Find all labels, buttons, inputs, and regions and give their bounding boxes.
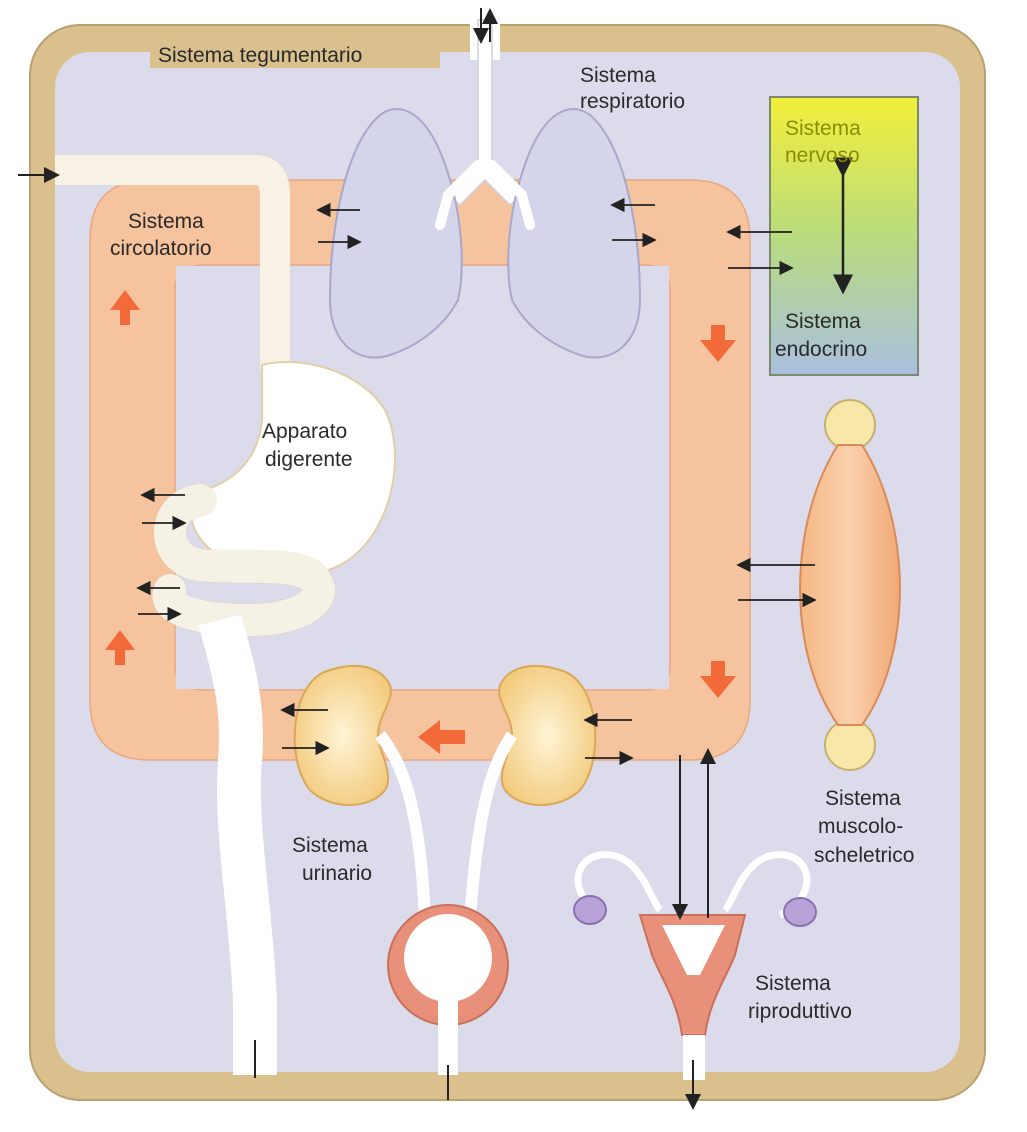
label-digestive-2: digerente [265,448,353,471]
label-urinary-1: Sistema [292,834,368,857]
label-musculoskeletal-3: scheletrico [814,844,914,867]
left-ovary [574,896,606,924]
label-nervous-1: Sistema [785,117,861,140]
label-musculoskeletal-1: Sistema [825,787,901,810]
right-kidney [499,666,595,805]
label-reproductive-2: riproduttivo [748,1000,852,1023]
bone-top [825,400,875,450]
label-nervous-2: nervoso [785,144,860,167]
right-ovary [784,898,816,926]
left-kidney [295,666,391,805]
label-urinary-2: urinario [302,862,372,885]
bladder-lumen [404,914,492,1002]
label-musculoskeletal-2: muscolo- [818,815,903,838]
urethra [438,1000,458,1075]
label-endocrine-2: endocrino [775,338,867,361]
label-respiratory-1: Sistema [580,64,656,87]
bone-bottom [825,720,875,770]
label-circulatory-2: circolatorio [110,237,212,260]
label-digestive-1: Apparato [262,420,347,443]
label-endocrine-1: Sistema [785,310,861,333]
label-reproductive-1: Sistema [755,972,831,995]
label-respiratory-2: respiratorio [580,90,685,113]
label-circulatory-1: Sistema [128,210,204,233]
label-integumentary: Sistema tegumentario [158,44,362,67]
